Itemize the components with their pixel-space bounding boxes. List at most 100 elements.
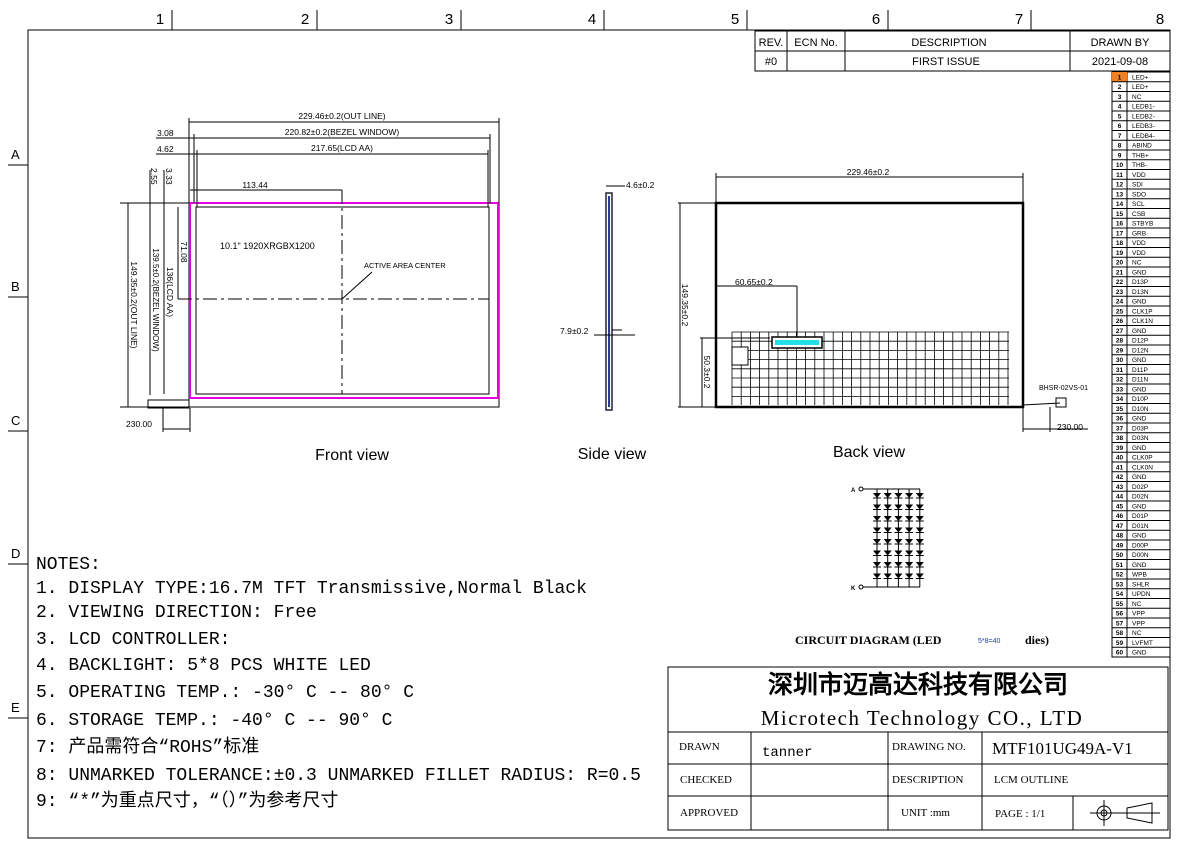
pin-signal: VDD (1132, 240, 1146, 247)
led-diode-icon (883, 573, 892, 579)
pin-signal: GND (1132, 474, 1147, 481)
unit-label: UNIT :mm (901, 807, 950, 819)
pin-number: 25 (1116, 308, 1124, 315)
led-diode-icon (915, 539, 924, 544)
revision-table: REV. ECN No. DESCRIPTION DRAWN BY #0 FIR… (754, 30, 1171, 72)
pin-signal: ABIND (1132, 143, 1152, 150)
back-view-label: Back view (833, 444, 905, 461)
pin-number: 37 (1116, 425, 1124, 432)
pin-signal: NC (1132, 630, 1142, 637)
led-diode-icon (883, 562, 892, 567)
pin-number: 3 (1118, 94, 1122, 101)
pin-number: 23 (1116, 289, 1124, 296)
pin-number: 14 (1116, 201, 1124, 208)
pin-signal: VPP (1132, 620, 1145, 627)
column-label: 1 (156, 11, 164, 28)
pin-number: 11 (1116, 172, 1123, 179)
pin-signal: WPB (1132, 572, 1147, 579)
led-diode-icon (905, 527, 914, 533)
pin-number: 54 (1116, 591, 1124, 598)
pin-signal: GND (1132, 503, 1147, 510)
pin-number: 18 (1116, 240, 1124, 247)
pin-signal: GND (1132, 562, 1147, 569)
back-width-dim: 229.46±0.2 (847, 167, 890, 177)
led-diode-icon (873, 527, 881, 533)
pin-number: 58 (1116, 630, 1124, 637)
pin-number: 10 (1116, 162, 1124, 169)
pin-signal: CLK1P (1132, 308, 1153, 315)
pin-number: 13 (1116, 191, 1124, 198)
pin-signal: D13P (1132, 279, 1148, 286)
pin-number: 57 (1116, 620, 1124, 627)
pin-number: 16 (1116, 221, 1124, 228)
led-diode-icon (873, 504, 881, 510)
pin-number: 1 (1118, 74, 1122, 81)
row-label: A (11, 147, 20, 162)
pin-number: 20 (1116, 260, 1124, 267)
led-diode-icon (905, 573, 914, 579)
led-diode-icon (883, 539, 892, 544)
led-circuit-diagram: A K CIRCUIT DIAGRAM (LED 5*8=40 dies) (795, 486, 1049, 647)
pin-number: 44 (1116, 494, 1124, 501)
outline-height-dim: 149.35±0.2(OUT LINE) (129, 261, 139, 348)
cathode-label: K (851, 586, 856, 592)
center-x-dim: 113.44 (242, 180, 268, 190)
pin-signal: D00P (1132, 542, 1148, 549)
rev-header: REV. (759, 37, 784, 49)
pin-number: 59 (1116, 640, 1124, 647)
led-diode-icon (883, 550, 892, 556)
pin-row: 1 LED+ (1112, 72, 1170, 83)
pin-signal: LEDB1- (1132, 104, 1155, 111)
led-count: 5*8=40 (978, 638, 1000, 645)
pin-signal: D01N (1132, 523, 1149, 530)
pin-number: 24 (1116, 299, 1124, 306)
center-y-dim: 71.08 (179, 241, 189, 263)
pin-number: 40 (1116, 455, 1124, 462)
pin-signal: UPDN (1132, 591, 1151, 598)
ecn-header: ECN No. (794, 37, 837, 49)
side-view-label: Side view (578, 446, 647, 463)
drawing-number: MTF101UG49A-V1 (992, 739, 1133, 758)
led-diode-icon (905, 493, 914, 498)
pin-signal: NC (1132, 94, 1142, 101)
row-label: B (11, 279, 20, 294)
pin-signal: D01P (1132, 513, 1148, 520)
backlight-grid (731, 331, 1009, 405)
pin-signal: D10P (1132, 396, 1148, 403)
led-diode-icon (894, 550, 903, 556)
aa-height-dim: 136(LCD AA) (165, 267, 175, 317)
column-label: 5 (731, 11, 739, 28)
led-diode-icon (873, 516, 881, 521)
led-diode-icon (915, 573, 924, 579)
anode-label: A (851, 488, 856, 494)
led-matrix (858, 486, 924, 590)
pin-number: 9 (1118, 152, 1122, 159)
pin-signal: LED+ (1132, 74, 1149, 81)
pin-number: 15 (1116, 211, 1124, 218)
led-diode-icon (894, 516, 903, 521)
pin-row: 25 CLK1P (1112, 308, 1170, 317)
pin-signal: NC (1132, 601, 1142, 608)
led-diode-icon (883, 493, 892, 498)
dim-2-55: 2.55 (149, 168, 159, 185)
